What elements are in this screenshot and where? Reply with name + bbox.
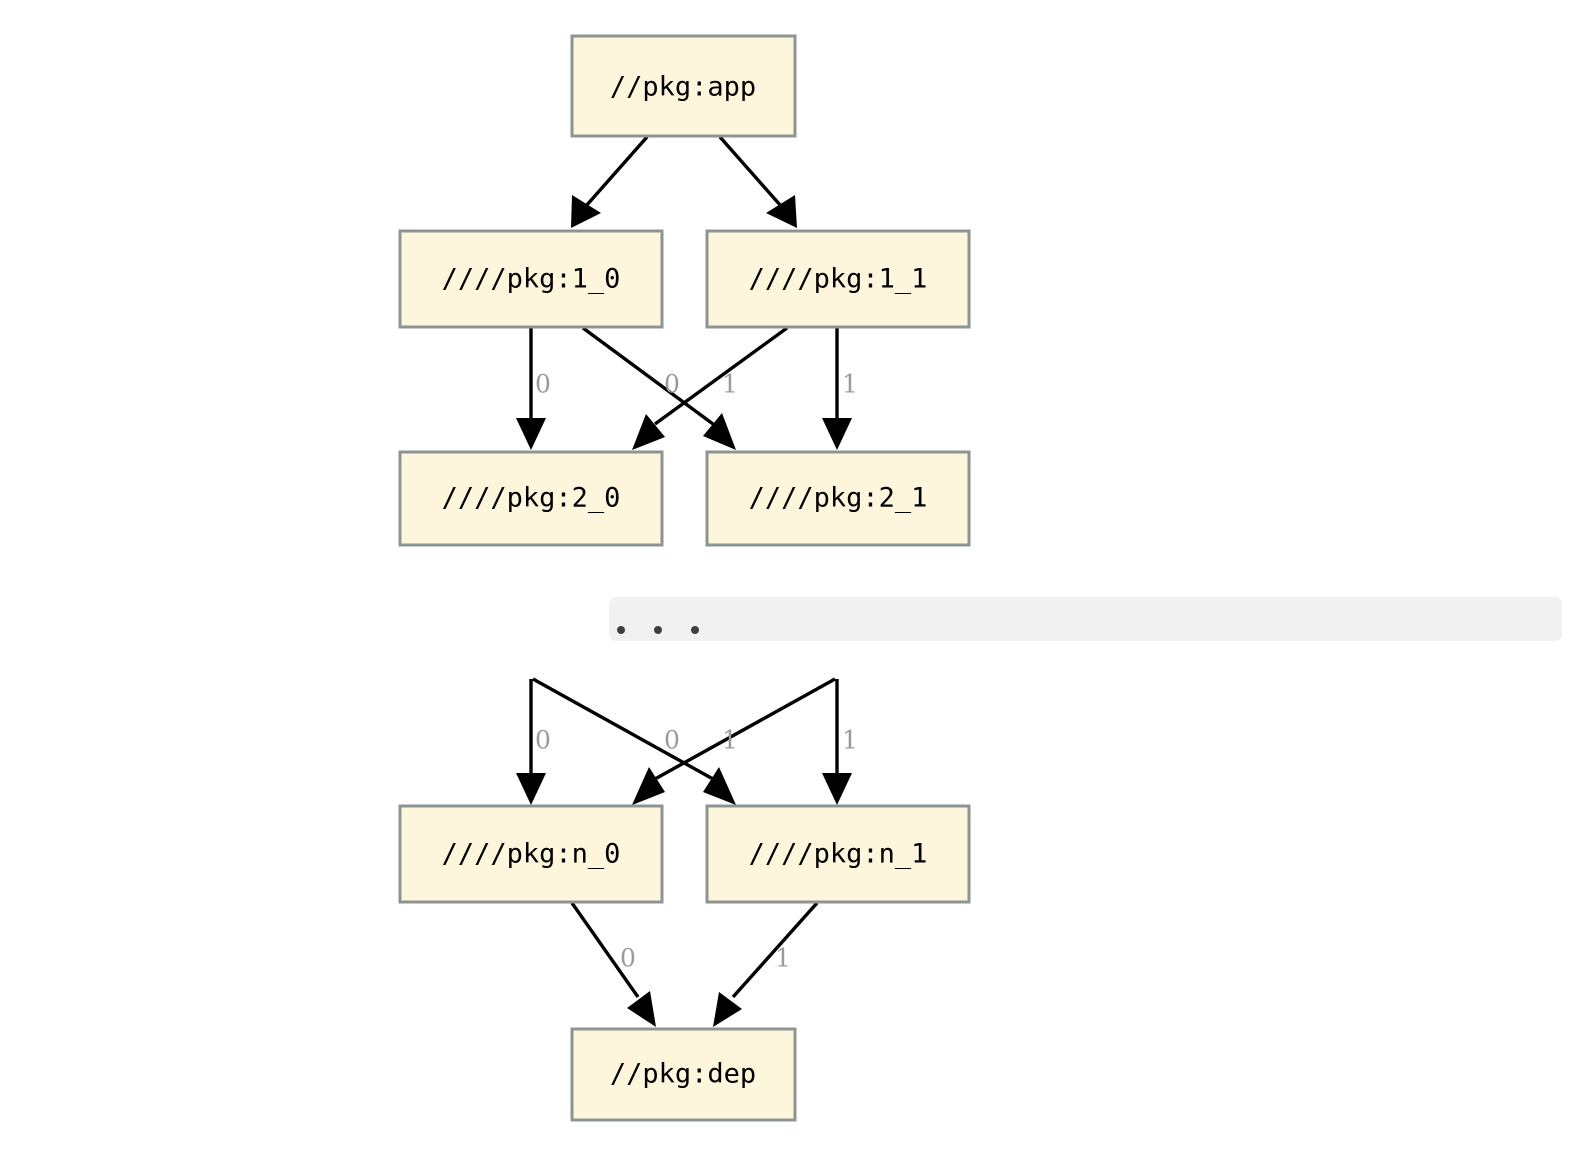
edge-1_0-to-2_1 — [581, 326, 736, 450]
node-label-pkg-1_0: ////pkg:1_0 — [442, 264, 621, 295]
node-pkg-n_1[interactable]: ////pkg:n_1 — [705, 804, 971, 904]
node-pkg-2_0[interactable]: ////pkg:2_0 — [398, 450, 664, 547]
node-label-pkg-2_1: ////pkg:2_1 — [749, 483, 928, 514]
ellipsis-dot-icon — [617, 626, 625, 634]
edge-ellipsis-to-n_1-vertical — [822, 679, 852, 805]
edge-label-ellipsis-n_0: 0 — [535, 726, 551, 755]
edge-label-n_1-dep: 1 — [775, 944, 791, 973]
edge-app-to-1_1 — [718, 135, 797, 228]
node-label-pkg-n_1: ////pkg:n_1 — [749, 839, 928, 870]
edge-ellipsis-to-n_0-vertical — [516, 679, 546, 805]
edge-1_0-to-2_0 — [516, 328, 546, 450]
node-pkg-dep[interactable]: //pkg:dep — [570, 1027, 797, 1122]
edge-ellipsis-to-n_1-diagonal — [532, 677, 736, 805]
edge-ellipsis-to-n_0-diagonal — [632, 677, 836, 805]
edge-label-1_1-2_1: 1 — [842, 370, 858, 399]
edge-label-ellipsis-n_1: 0 — [664, 726, 680, 755]
edge-app-to-1_0 — [571, 135, 649, 228]
node-label-pkg-app: //pkg:app — [610, 72, 756, 103]
edge-label-ellipsis-n_1-vert: 1 — [842, 726, 858, 755]
edge-n_0-to-dep — [570, 902, 656, 1027]
node-pkg-1_1[interactable]: ////pkg:1_1 — [705, 229, 971, 329]
edge-label-1_1-2_0: 1 — [722, 370, 738, 399]
ellipsis-dot-icon — [691, 626, 699, 634]
edge-1_1-to-2_0 — [632, 326, 788, 450]
node-label-pkg-2_0: ////pkg:2_0 — [442, 483, 621, 514]
node-pkg-2_1[interactable]: ////pkg:2_1 — [705, 450, 971, 547]
edge-n_1-to-dep — [713, 901, 819, 1027]
node-label-pkg-dep: //pkg:dep — [610, 1059, 756, 1090]
node-pkg-n_0[interactable]: ////pkg:n_0 — [398, 804, 664, 904]
edge-label-ellipsis-n_0-diag: 1 — [722, 726, 738, 755]
ellipsis-dot-icon — [654, 626, 662, 634]
node-pkg-1_0[interactable]: ////pkg:1_0 — [398, 229, 664, 329]
edge-label-n_0-dep: 0 — [620, 944, 636, 973]
node-label-pkg-1_1: ////pkg:1_1 — [749, 264, 928, 295]
edge-label-1_0-2_1: 0 — [664, 370, 680, 399]
node-label-pkg-n_0: ////pkg:n_0 — [442, 839, 621, 870]
node-pkg-app[interactable]: //pkg:app — [570, 34, 797, 138]
ellipsis-band — [609, 597, 1562, 641]
edge-1_1-to-2_1 — [822, 328, 852, 450]
edge-label-1_0-2_0: 0 — [535, 370, 551, 399]
